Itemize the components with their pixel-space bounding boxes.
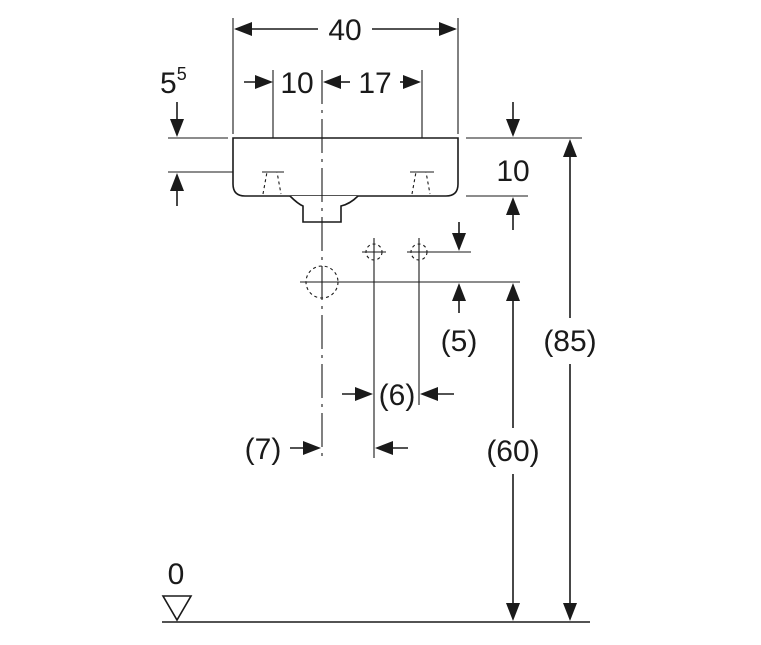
- floor-level: 0: [161, 558, 590, 623]
- supply-height-label: (5): [441, 325, 478, 358]
- floor-level-triangle-icon: [161, 595, 193, 622]
- waste-connection-marker: [300, 265, 520, 299]
- supply-spacing-label: (6): [379, 379, 416, 412]
- basin-depth-label: 10: [496, 155, 529, 188]
- basin-drain-outlet: [289, 195, 359, 223]
- tap-hole-right: [411, 171, 431, 195]
- waste-height-label: (60): [486, 435, 539, 468]
- dimension-tap-positions: 10 17: [244, 67, 423, 165]
- supply-connections: [362, 238, 471, 458]
- overall-width-label: 40: [328, 14, 361, 47]
- basin: [232, 137, 459, 223]
- dimension-supply-spacing: (6): [342, 379, 454, 412]
- tap-hole-left: [262, 171, 282, 195]
- tap-offset-left-label: 10: [280, 67, 313, 100]
- waste-offset-label: (7): [245, 433, 282, 466]
- dimension-supply-height: (5): [441, 222, 478, 358]
- rim-height-label: (85): [543, 325, 596, 358]
- dimension-overall-width: 40: [232, 14, 459, 134]
- floor-level-label: 0: [168, 558, 185, 591]
- dimension-waste-offset: (7): [245, 433, 408, 466]
- tap-spacing-label: 17: [358, 67, 391, 100]
- dimension-waste-height: (60): [486, 283, 540, 621]
- dimension-basin-depth: 10: [466, 102, 582, 230]
- dimension-rim-height: (85): [543, 139, 597, 621]
- rim-thickness-label: 55: [160, 64, 187, 100]
